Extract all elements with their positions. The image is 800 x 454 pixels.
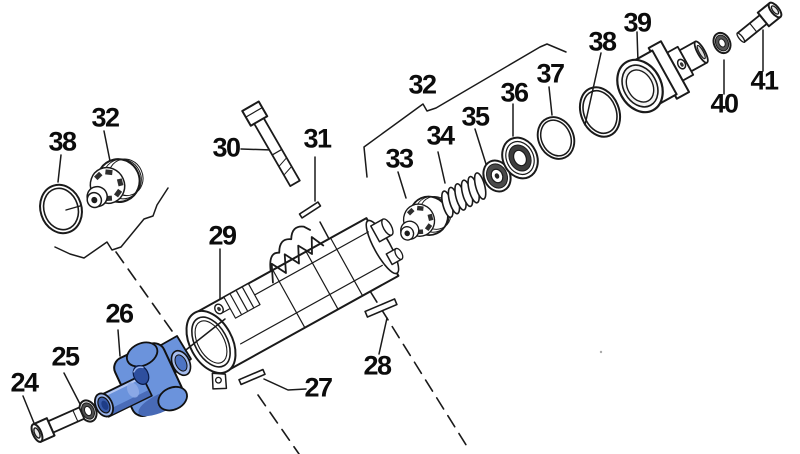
leader-38-left xyxy=(57,154,62,183)
callout-30: 30 xyxy=(212,132,241,163)
part-31-dowel-pin xyxy=(298,201,322,219)
part-28-dowel-pin xyxy=(364,298,398,318)
callout-38-left: 38 xyxy=(48,126,77,157)
callout-31: 31 xyxy=(303,123,332,154)
part-41-socket-screw xyxy=(736,1,783,43)
callout-35: 35 xyxy=(461,101,490,132)
callout-brackets xyxy=(54,43,567,259)
oring38-tick xyxy=(65,205,81,211)
leader-32-left xyxy=(103,130,111,162)
part-38-oring-left xyxy=(39,183,83,235)
leader-24 xyxy=(22,395,35,424)
callout-27: 27 xyxy=(304,372,333,403)
part-32-valve-assembly xyxy=(74,149,152,217)
leader-33 xyxy=(397,171,407,199)
callout-40: 40 xyxy=(710,88,739,119)
leader-28 xyxy=(378,317,388,355)
callout-37: 37 xyxy=(536,58,565,89)
part-34-spring xyxy=(441,172,487,219)
part-37-oring xyxy=(536,116,576,160)
leader-30 xyxy=(240,148,273,151)
part-30-hex-bolt xyxy=(241,100,301,188)
callout-24: 24 xyxy=(10,367,39,398)
callout-39: 39 xyxy=(623,7,652,38)
callout-32-top: 32 xyxy=(408,69,437,100)
callout-25: 25 xyxy=(51,341,80,372)
callout-29: 29 xyxy=(208,220,237,251)
part-29-manifold-body xyxy=(185,217,404,390)
part-35-valve-poppet xyxy=(482,159,512,193)
callout-33: 33 xyxy=(385,143,414,174)
leader-25 xyxy=(63,372,81,405)
fitting-neck-face xyxy=(170,349,192,377)
leader-34 xyxy=(437,151,446,184)
part-38-oring-right xyxy=(578,86,622,138)
leader-35 xyxy=(474,128,487,165)
callout-36: 36 xyxy=(500,77,529,108)
bracket-32-top xyxy=(363,43,567,178)
callout-34: 34 xyxy=(426,120,455,151)
part-39-end-cap xyxy=(616,40,709,114)
manifold-top-contour xyxy=(269,225,311,271)
bracket-32-left xyxy=(54,187,169,259)
fitting-snout-opening xyxy=(93,392,115,418)
part-25-washer xyxy=(78,399,98,423)
manifold-internal-spring-outline xyxy=(270,236,325,284)
fitting-face-bore xyxy=(132,365,150,385)
callout-32-left: 32 xyxy=(91,102,120,133)
leader-lines xyxy=(22,29,764,424)
part-26-port-fitting xyxy=(93,335,192,418)
part-24-socket-screw xyxy=(30,406,86,443)
dashed-line-pin28 xyxy=(369,290,469,449)
leader-38-right xyxy=(584,52,602,126)
manifold-ribs xyxy=(223,282,261,319)
callout-26: 26 xyxy=(105,298,134,329)
dashed-line-pin27 xyxy=(257,394,300,454)
callout-38-right: 38 xyxy=(588,26,617,57)
part-36-valve-seat xyxy=(501,136,539,180)
part-27-dowel-pin xyxy=(238,368,266,386)
leader-26 xyxy=(117,329,121,357)
callout-41: 41 xyxy=(750,65,779,96)
part-40-washer xyxy=(712,31,732,55)
print-speck xyxy=(599,350,603,354)
leader-39 xyxy=(636,31,639,63)
callout-28: 28 xyxy=(363,350,392,381)
leader-27 xyxy=(263,378,307,391)
dashed-assembly-lines xyxy=(115,251,469,454)
leader-37 xyxy=(548,86,553,116)
dashed-line-valve32-left xyxy=(115,251,173,332)
